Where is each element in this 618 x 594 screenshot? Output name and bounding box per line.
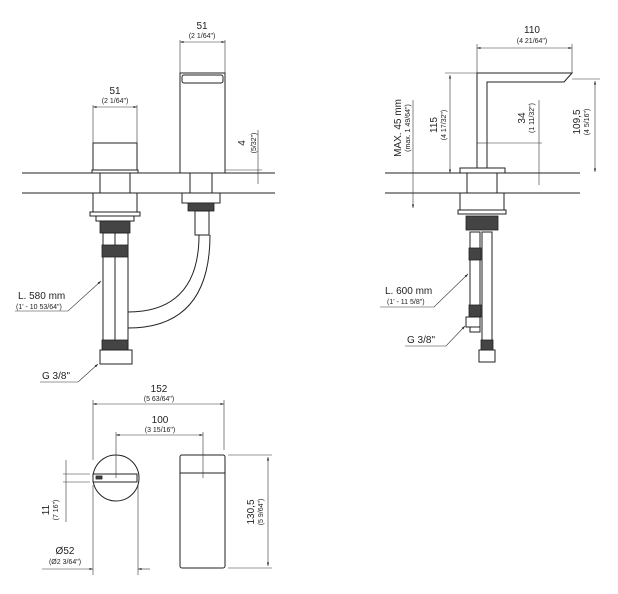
svg-text:G 3/8": G 3/8": [407, 335, 435, 346]
svg-text:110: 110: [524, 25, 540, 36]
dimension-spout-width: 51 (2 1/64"): [179, 21, 226, 73]
svg-text:(4 17/32"): (4 17/32"): [441, 110, 448, 141]
spout-body: [127, 72, 226, 329]
svg-text:(2 1/64"): (2 1/64"): [189, 33, 216, 40]
label-hose-length-side: L. 600 mm (1' - 11 5/8"): [380, 273, 469, 308]
svg-text:(5 9/64"): (5 9/64"): [258, 499, 265, 526]
dimension-spout-offset: 4 (5/32"): [225, 130, 262, 184]
svg-text:(1 11/32"): (1 11/32"): [529, 103, 536, 133]
svg-text:115: 115: [429, 117, 440, 133]
svg-text:(5 63/64"): (5 63/64"): [144, 396, 175, 403]
side-view: 110 (4 21/64") 115 (4 17/32") MAX. 45 mm…: [380, 25, 600, 363]
dimension-lever-width: 11 (7 16"): [41, 460, 90, 522]
dimension-spout-height: 109,5 (4 5/16"): [572, 78, 600, 172]
svg-text:4: 4: [237, 140, 248, 146]
svg-text:(2 1/64"): (2 1/64"): [102, 98, 129, 105]
label-connection-side: G 3/8": [405, 325, 466, 347]
spout-profile: [457, 72, 574, 363]
dimension-center-distance: 100 (3 15/16"): [115, 415, 204, 478]
svg-text:34: 34: [517, 112, 528, 124]
svg-text:L. 580 mm: L. 580 mm: [18, 291, 65, 302]
svg-text:Ø52: Ø52: [56, 546, 75, 557]
handle-body: [89, 142, 141, 365]
svg-text:MAX. 45 mm: MAX. 45 mm: [393, 99, 404, 157]
svg-text:(5/32"): (5/32"): [251, 133, 258, 154]
dimension-spout-reach: 110 (4 21/64"): [476, 25, 573, 73]
top-view: 152 (5 63/64") 100 (3 15/16") 11 (7 16")…: [41, 384, 272, 575]
svg-text:(4 21/64"): (4 21/64"): [517, 38, 548, 45]
label-hose-length: L. 580 mm (1' - 10 53/64"): [15, 280, 102, 312]
svg-text:(Ø2 3/64"): (Ø2 3/64"): [49, 559, 81, 566]
dimension-max-deck: MAX. 45 mm (max. 1 49/64"): [393, 99, 415, 208]
svg-text:L. 600 mm: L. 600 mm: [385, 286, 432, 297]
dimension-handle-width: 51 (2 1/64"): [92, 86, 138, 143]
svg-text:11: 11: [41, 504, 52, 515]
label-connection: G 3/8": [40, 363, 99, 383]
svg-text:(1' - 10 53/64"): (1' - 10 53/64"): [16, 304, 62, 311]
svg-text:51: 51: [109, 86, 121, 97]
dimension-handle-diameter: Ø52 (Ø2 3/64"): [42, 485, 150, 575]
svg-text:130,5: 130,5: [246, 499, 257, 524]
dimension-outlet-height: 34 (1 11/32"): [487, 100, 542, 185]
spout-top: [179, 454, 226, 569]
svg-text:(7 16"): (7 16"): [53, 500, 60, 521]
dimension-height: 115 (4 17/32"): [429, 72, 477, 173]
svg-text:(3 15/16"): (3 15/16"): [145, 427, 176, 434]
svg-text:51: 51: [196, 21, 208, 32]
front-view: 51 (2 1/64") 51 (2 1/64") 4 (5/32") L. 5…: [15, 21, 275, 383]
svg-text:152: 152: [151, 384, 168, 395]
svg-text:(max. 1 49/64"): (max. 1 49/64"): [405, 104, 412, 152]
dimension-overall-width: 152 (5 63/64"): [92, 384, 225, 460]
lever-top: [92, 473, 138, 483]
dimension-spout-depth: 130,5 (5 9/64"): [228, 454, 272, 569]
svg-text:G 3/8": G 3/8": [42, 371, 70, 382]
svg-text:109,5: 109,5: [572, 109, 583, 134]
svg-text:100: 100: [152, 415, 169, 426]
svg-text:(4 5/16"): (4 5/16"): [584, 109, 591, 136]
svg-text:(1' - 11 5/8"): (1' - 11 5/8"): [387, 299, 425, 306]
